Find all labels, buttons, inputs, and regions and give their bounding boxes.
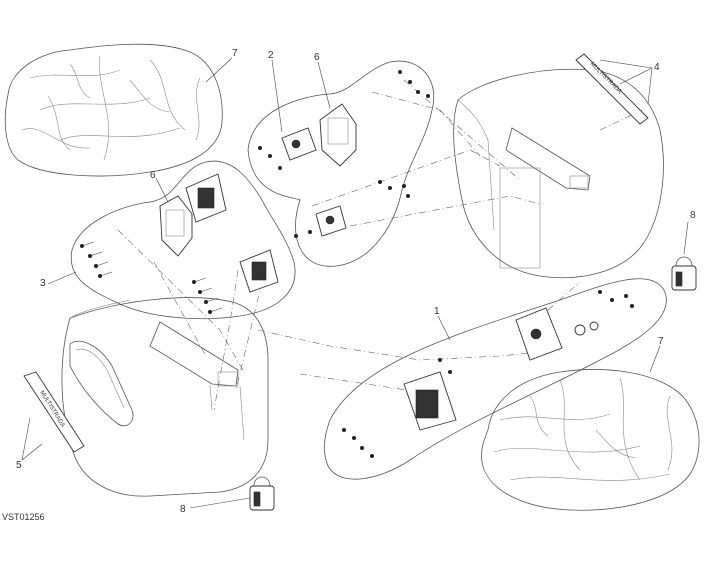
inner-bag-bottom-right bbox=[481, 369, 700, 511]
callout-6-left: 6 bbox=[150, 170, 156, 181]
callout-8-bottom: 8 bbox=[180, 504, 186, 515]
latch-plate-left bbox=[159, 195, 193, 257]
badge-plate-left bbox=[23, 371, 85, 453]
inner-bag-top-left bbox=[4, 43, 223, 177]
assembly-lines bbox=[117, 79, 643, 411]
callout-2: 2 bbox=[268, 50, 274, 61]
badge-plate-right bbox=[575, 53, 649, 125]
callout-8-right: 8 bbox=[690, 210, 696, 221]
callout-3: 3 bbox=[40, 278, 46, 289]
latch-plate-upper bbox=[319, 103, 357, 167]
callout-1: 1 bbox=[434, 306, 440, 317]
pannier-case-left bbox=[61, 297, 269, 497]
group-outline-2 bbox=[247, 60, 434, 267]
callout-7-bottom: 7 bbox=[658, 336, 664, 347]
callout-4: 4 bbox=[654, 62, 660, 73]
group-outline-3 bbox=[70, 160, 296, 320]
screws-group-1 bbox=[342, 290, 634, 458]
group-outline-1 bbox=[324, 278, 667, 480]
badge-text-left: MULTISTRADA bbox=[38, 390, 65, 429]
callout-6-top: 6 bbox=[314, 52, 320, 63]
leader-lines bbox=[21, 57, 689, 509]
callout-5: 5 bbox=[16, 460, 22, 471]
pannier-case-right bbox=[453, 68, 664, 279]
latch-mechanism-group1 bbox=[403, 307, 599, 431]
callout-7-top: 7 bbox=[232, 48, 238, 59]
latch-mechanism-group3 bbox=[185, 173, 279, 293]
screws-group-2 bbox=[258, 70, 430, 238]
screws-group-3 bbox=[80, 241, 223, 314]
padlock-bottom bbox=[249, 476, 275, 511]
latch-mechanism-group2 bbox=[281, 127, 347, 237]
padlock-right bbox=[671, 256, 697, 291]
drawing-code: VST01256 bbox=[2, 512, 45, 522]
